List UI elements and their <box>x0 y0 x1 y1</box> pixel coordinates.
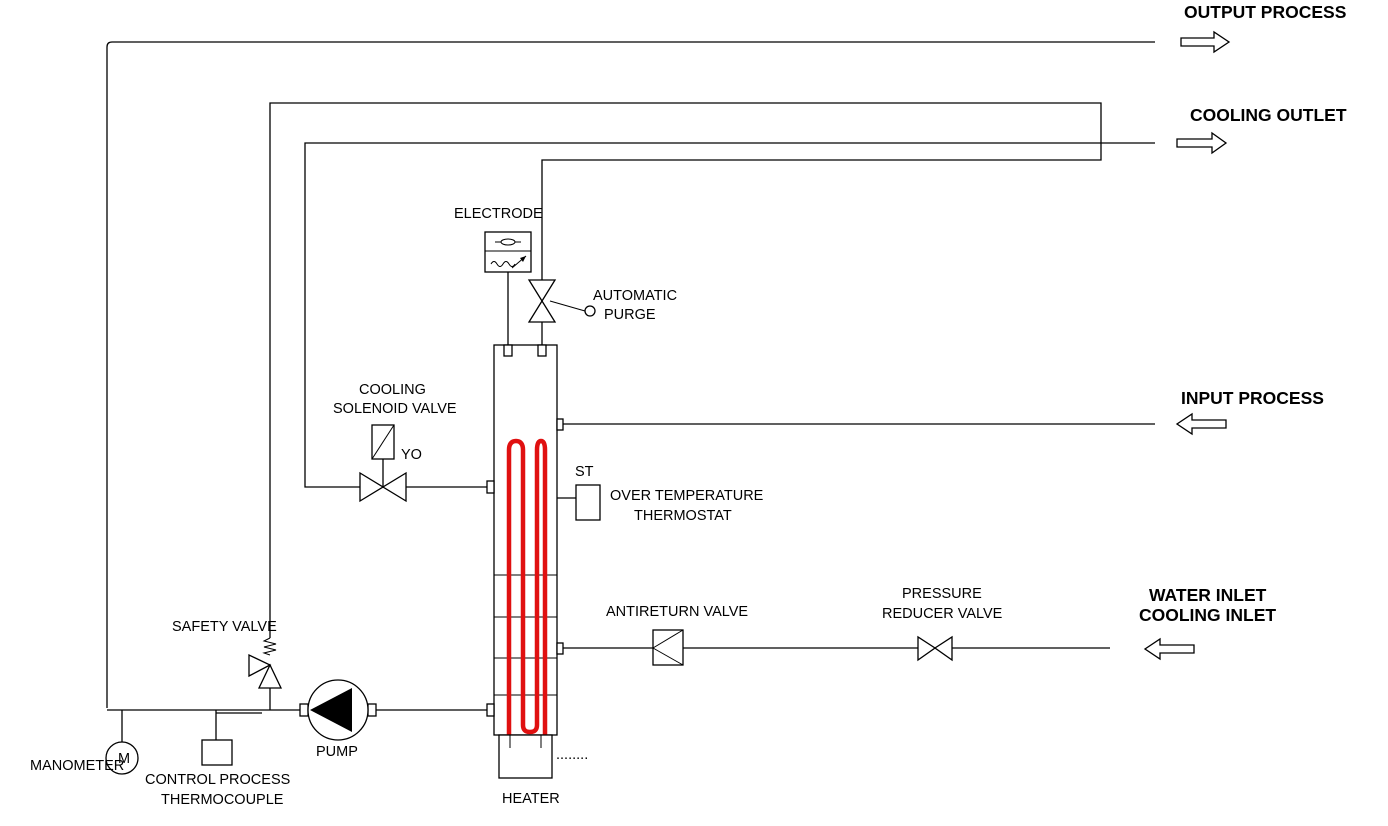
input-process-label: INPUT PROCESS <box>1181 388 1324 408</box>
control-process-label: CONTROL PROCESS <box>145 772 290 788</box>
manometer-symbol-label: M <box>118 751 130 767</box>
heater-coil <box>506 438 548 735</box>
heater-dots: ........ <box>556 747 588 763</box>
safety-valve-label: SAFETY VALVE <box>172 619 277 635</box>
water-inlet-label: WATER INLET <box>1149 585 1267 605</box>
cooling-outlet-arrow <box>1176 131 1228 155</box>
heater-box <box>498 734 553 779</box>
automatic-purge-valve <box>527 279 596 345</box>
thermostat-label: THERMOSTAT <box>634 508 732 524</box>
cooling-solenoid-valve <box>359 424 407 503</box>
output-process-pipe <box>106 41 1155 708</box>
output-process-label: OUTPUT PROCESS <box>1184 2 1346 22</box>
water-inlet-arrow <box>1143 637 1195 661</box>
st-label: ST <box>575 464 594 480</box>
electrode-sensor <box>484 231 532 273</box>
safety-valve <box>248 637 283 689</box>
pump-label: PUMP <box>316 744 358 760</box>
cooling-outlet-label: COOLING OUTLET <box>1190 105 1347 125</box>
antireturn-valve-label: ANTIRETURN VALVE <box>606 604 748 620</box>
thermocouple-label: THERMOCOUPLE <box>161 792 284 808</box>
electrode-label: ELECTRODE <box>454 206 543 222</box>
antireturn-valve <box>652 629 684 666</box>
solenoid-valve-label: SOLENOID VALVE <box>333 401 457 417</box>
automatic-label: AUTOMATIC <box>593 288 677 304</box>
cooling-outlet-pipe <box>304 142 1155 488</box>
safety-valve-outlet-pipe <box>269 102 1102 638</box>
reducer-valve-label: REDUCER VALVE <box>882 606 1003 622</box>
manometer-label: MANOMETER <box>30 758 124 774</box>
over-temperature-thermostat <box>557 484 601 521</box>
yo-label: YO <box>401 447 422 463</box>
pump <box>299 679 377 741</box>
purge-label: PURGE <box>604 307 656 323</box>
pressure-label: PRESSURE <box>902 586 982 602</box>
pressure-reducer-valve <box>917 635 953 662</box>
output-process-arrow <box>1180 30 1231 54</box>
control-process-thermocouple <box>201 739 233 766</box>
pump-circuit-pipe <box>107 688 487 742</box>
manometer <box>105 741 139 775</box>
over-temperature-label: OVER TEMPERATURE <box>610 488 764 504</box>
input-process-arrow <box>1175 412 1227 436</box>
cooling-label: COOLING <box>359 382 426 398</box>
cooling-inlet-label: COOLING INLET <box>1139 605 1276 625</box>
heater-label: HEATER <box>502 791 560 807</box>
